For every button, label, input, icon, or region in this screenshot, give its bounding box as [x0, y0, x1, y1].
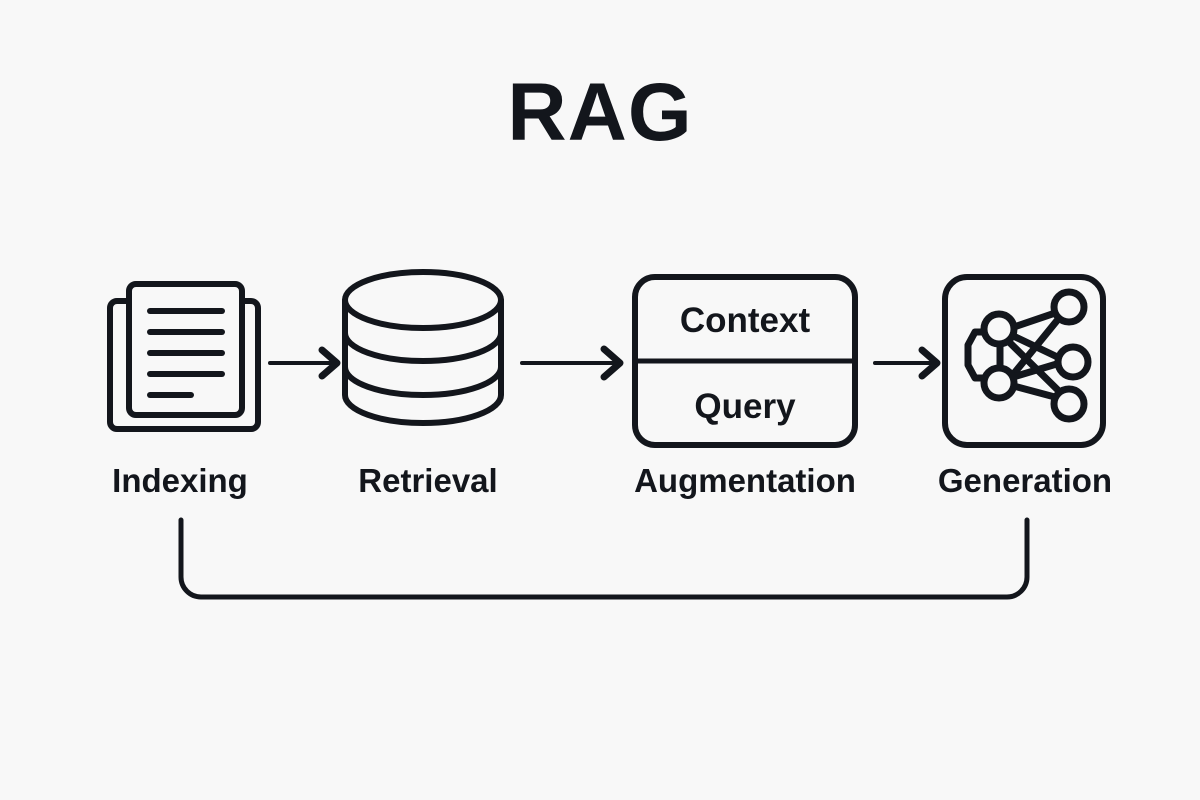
document-front-sheet: [126, 281, 245, 418]
page-title: RAG: [507, 67, 693, 158]
cylinder-top: [342, 269, 504, 331]
nn-node-right-2: [1054, 343, 1092, 381]
stage-label-generation: Generation: [937, 462, 1113, 499]
cylinder-divider-2: [342, 364, 504, 398]
augmentation-row-query: Query: [694, 387, 796, 426]
arrow-retrieval-to-augmentation: [520, 345, 624, 381]
document-text-lines: [147, 308, 225, 398]
nn-node-left-1: [980, 310, 1018, 348]
stage-label-augmentation: Augmentation: [634, 462, 856, 499]
stage-label-indexing: Indexing: [112, 462, 248, 499]
feedback-loop-line: [178, 517, 1030, 600]
arrow-augmentation-to-generation: [873, 346, 941, 380]
context-query-box-icon: [632, 274, 858, 448]
stage-label-retrieval: Retrieval: [358, 462, 498, 499]
arrow-indexing-to-retrieval: [268, 346, 341, 380]
database-cylinder-icon: [342, 269, 504, 426]
documents-stack-icon: [107, 281, 261, 432]
nn-node-left-2: [980, 364, 1018, 402]
cylinder-divider-1: [342, 330, 504, 364]
nn-node-right-1: [1050, 288, 1088, 326]
neural-network-icon: [942, 274, 1106, 448]
nn-node-right-3: [1050, 385, 1088, 423]
augmentation-row-context: Context: [679, 301, 811, 340]
nn-input-bracket: [964, 328, 1004, 382]
